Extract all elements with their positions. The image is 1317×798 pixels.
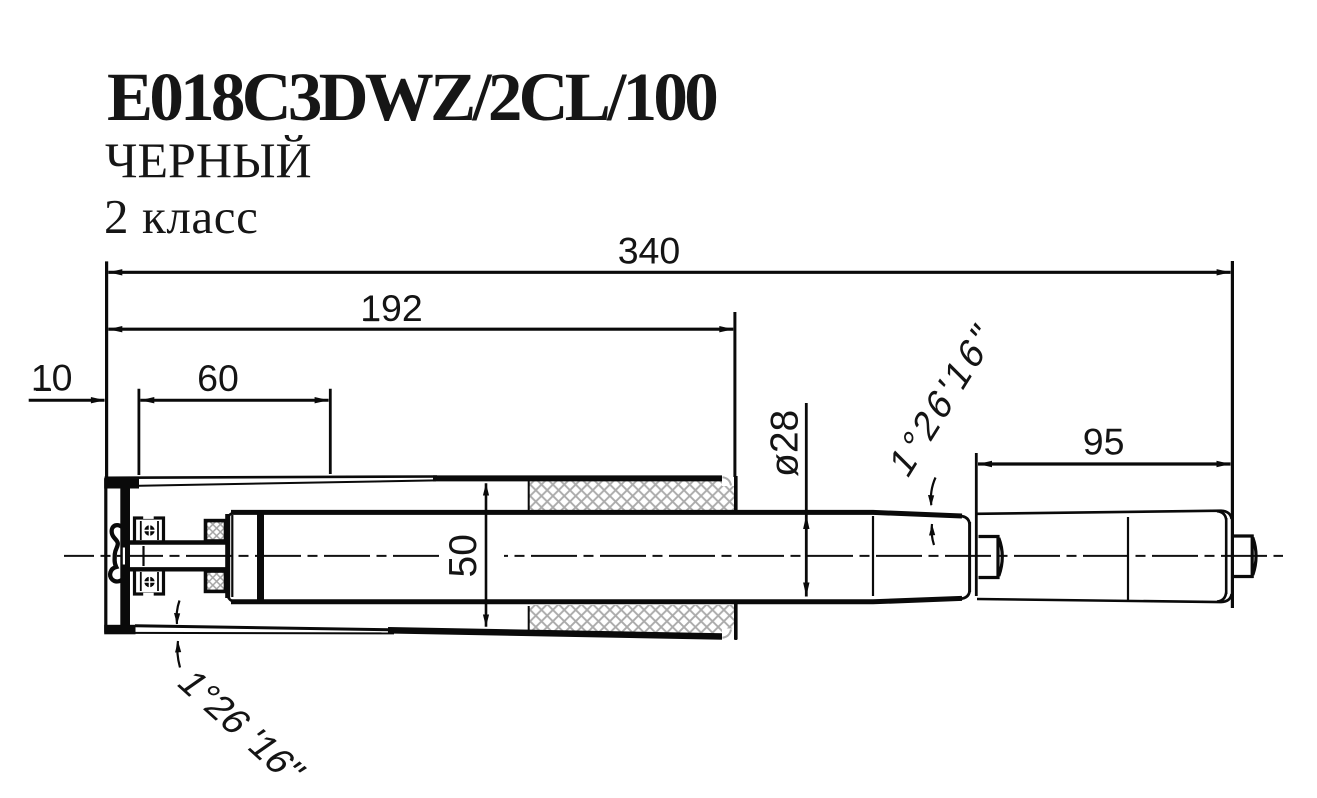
svg-text:60: 60 (197, 357, 239, 399)
svg-text:1°26'16": 1°26'16" (883, 313, 1003, 487)
svg-text:ЧЕРНЫЙ: ЧЕРНЫЙ (105, 132, 312, 188)
svg-text:ø28: ø28 (764, 410, 807, 477)
svg-text:192: 192 (360, 287, 423, 329)
svg-text:2 класс: 2 класс (104, 189, 258, 244)
svg-text:E018C3DWZ/2CL/100: E018C3DWZ/2CL/100 (107, 59, 716, 135)
svg-text:10: 10 (31, 357, 73, 399)
svg-text:340: 340 (618, 229, 681, 271)
svg-text:95: 95 (1083, 421, 1125, 463)
svg-text:50: 50 (442, 534, 485, 577)
svg-text:1°26 '16": 1°26 '16" (168, 665, 314, 790)
